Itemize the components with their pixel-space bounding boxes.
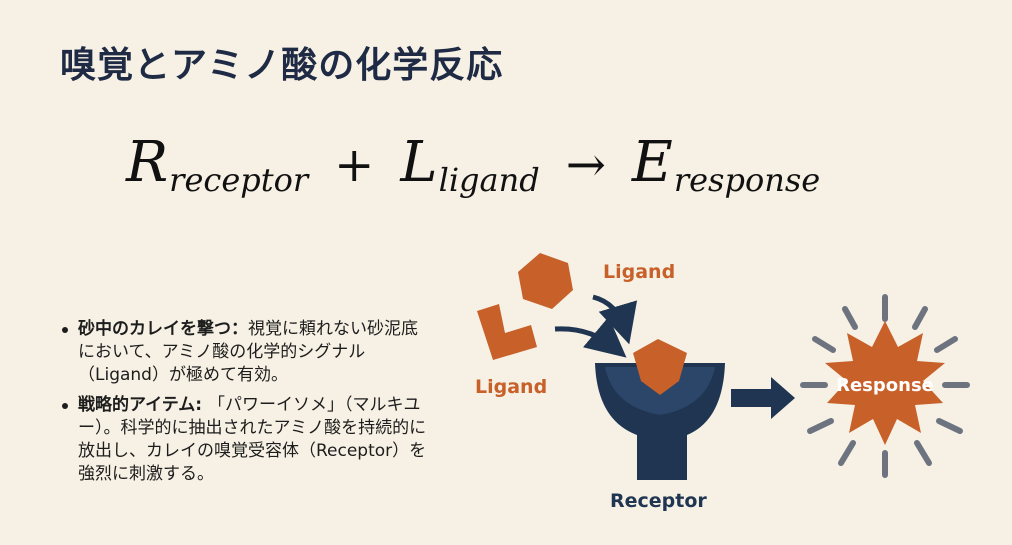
bullet-item: 砂中のカレイを撃つ：視覚に頼れない砂泥底において、アミノ酸の化学的シグナル（Li…	[60, 318, 430, 387]
bullet-lead: 砂中のカレイを撃つ：	[78, 319, 248, 339]
equation-response-subscript: response	[673, 161, 821, 199]
pentagon-ligand-icon	[633, 339, 687, 395]
equation-receptor-subscript: receptor	[169, 161, 309, 199]
curved-arrow-icon	[554, 316, 627, 358]
response-label: Response	[836, 375, 934, 396]
bullet-list: 砂中のカレイを撃つ：視覚に頼れない砂泥底において、アミノ酸の化学的シグナル（Li…	[60, 318, 430, 493]
hexagon-ligand-icon	[518, 253, 573, 309]
reaction-diagram-svg: Ligand Ligand Receptor	[475, 253, 970, 512]
equation-ligand-subscript: ligand	[438, 161, 540, 199]
bullet-item: 戦略的アイテム: 「パワーイソメ」（マルキユー）。科学的に抽出されたアミノ酸を持…	[60, 394, 430, 486]
bullet-text: 「パワーイソメ」（マルキユー）。科学的に抽出されたアミノ酸を持続的に放出し、カレ…	[78, 395, 427, 484]
receptor-label: Receptor	[610, 490, 707, 512]
curved-arrow-icon	[592, 294, 638, 345]
equation-response-var: E	[631, 130, 673, 195]
burst-rays-icon	[800, 294, 970, 478]
equation-arrow: →	[565, 137, 606, 193]
reaction-diagram: Ligand Ligand Receptor	[455, 235, 995, 535]
ligand-label-top: Ligand	[603, 261, 675, 283]
ligand-label-left: Ligand	[475, 376, 547, 398]
page-title: 嗅覚とアミノ酸の化学反応	[60, 45, 504, 86]
equation-ligand-var: L	[400, 130, 438, 195]
chevron-ligand-icon	[477, 304, 537, 360]
equation-receptor-var: R	[126, 130, 169, 195]
right-arrow-icon	[731, 377, 795, 419]
bullet-lead: 戦略的アイテム:	[78, 395, 209, 415]
bullet-text: 視覚に頼れない砂泥底において、アミノ酸の化学的シグナル（Ligand）が極めて有…	[78, 319, 418, 385]
starburst-response-icon	[825, 321, 945, 445]
equation-plus: +	[334, 137, 375, 193]
